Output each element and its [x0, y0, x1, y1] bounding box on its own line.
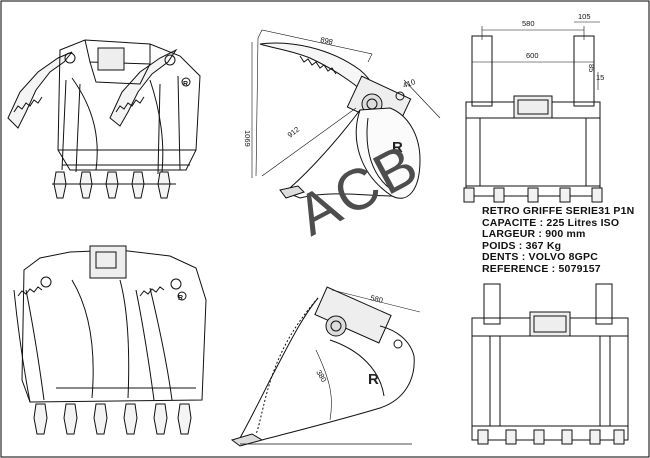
- manufacturer-logo: R: [392, 139, 403, 156]
- iso-view-closed-grab: R: [13, 245, 207, 435]
- dimension-912: 912: [286, 125, 301, 140]
- dimension-380: 380: [314, 368, 328, 383]
- spec-width: LARGEUR : 900 mm: [482, 228, 586, 241]
- dimension-15: 15: [596, 73, 604, 82]
- dimension-1069: 1069: [243, 130, 252, 147]
- dimension-410: 410: [402, 77, 417, 90]
- svg-text:R: R: [178, 295, 183, 302]
- iso-view-open-grab: R: [7, 39, 201, 199]
- dimension-580-side: 580: [370, 293, 384, 305]
- dimension-898: 898: [320, 35, 334, 46]
- side-view-closed: R: [230, 286, 421, 447]
- dimension-580-front: 580: [522, 19, 535, 28]
- spec-capacity: CAPACITE : 225 Litres ISO: [482, 216, 620, 229]
- dimension-85: 85: [587, 64, 596, 72]
- spec-reference: REFERENCE : 5079157: [482, 262, 601, 275]
- spec-model: RETRO GRIFFE SERIE31 P1N: [482, 205, 635, 217]
- svg-text:R: R: [368, 371, 379, 388]
- dimension-105: 105: [578, 12, 591, 21]
- front-view-bottom: [471, 283, 629, 445]
- side-view-open: R: [251, 29, 441, 199]
- svg-text:R: R: [183, 81, 188, 88]
- specification-block: RETRO GRIFFE SERIE31 P1N CAPACITE : 225 …: [482, 205, 635, 276]
- dimension-600-front: 600: [526, 51, 539, 60]
- spec-teeth: DENTS : VOLVO 8GPC: [482, 251, 599, 264]
- front-view-top: [463, 21, 603, 203]
- spec-weight: POIDS : 367 Kg: [482, 239, 562, 252]
